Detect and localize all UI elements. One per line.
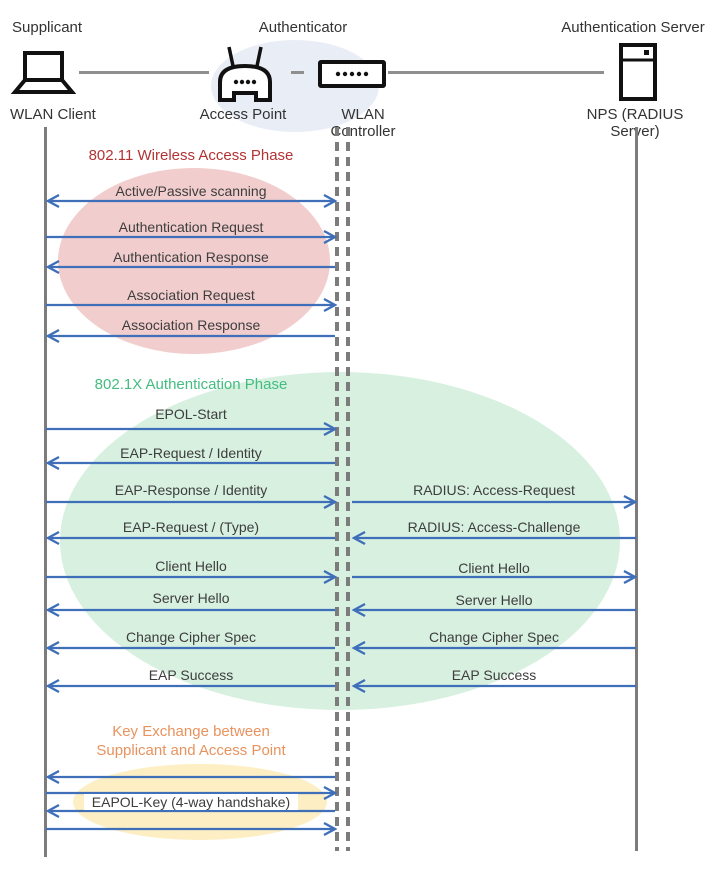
phase2-title: 802.1X Authentication Phase xyxy=(94,376,288,393)
arrow-right-auth-request xyxy=(46,229,338,245)
connector-dash xyxy=(291,71,304,74)
msg-eap-request-type: EAP-Request / (Type) xyxy=(122,519,260,535)
msg-change-cipher-spec-right: Change Cipher Spec xyxy=(429,629,559,645)
arrow-right-epol-start xyxy=(46,421,338,437)
arrow-left-server-hello xyxy=(45,602,335,618)
role-supplicant: Supplicant xyxy=(12,19,83,36)
label-access-point: Access Point xyxy=(199,106,287,123)
lifeline-wlan-client xyxy=(44,127,47,857)
msg-eap-success-left: EAP Success xyxy=(148,667,234,683)
msg-eapol-key-text: EAPOL-Key (4-way handshake) xyxy=(83,794,299,810)
arrow-right-radius-access-request xyxy=(352,494,638,510)
lifeline-nps xyxy=(635,127,638,851)
arrow-right-client-hello-2 xyxy=(352,569,638,585)
msg-eap-success-right: EAP Success xyxy=(451,667,537,683)
label-wlan-controller: WLAN Controller xyxy=(330,106,396,140)
server-icon xyxy=(619,43,657,101)
msg-eapol-key: EAPOL-Key (4-way handshake) xyxy=(45,794,337,810)
lifeline-controller-dash-1 xyxy=(335,127,339,851)
msg-association-response: Association Response xyxy=(121,317,261,333)
msg-eap-response-identity: EAP-Response / Identity xyxy=(114,482,268,498)
phase3-title-line2: Supplicant and Access Point xyxy=(96,742,286,759)
msg-radius-access-request: RADIUS: Access-Request xyxy=(413,482,575,498)
arrow-left-key1 xyxy=(45,769,335,785)
connector-line xyxy=(79,71,209,74)
phase1-title: 802.11 Wireless Access Phase xyxy=(88,147,294,164)
arrow-left-auth-response xyxy=(45,259,335,275)
arrow-left-eap-request-type xyxy=(45,530,335,546)
msg-eap-request-identity: EAP-Request / Identity xyxy=(120,445,262,461)
arrow-left-radius-access-challenge xyxy=(351,530,636,546)
arrow-left-change-cipher xyxy=(45,640,335,656)
msg-server-hello-right: Server Hello xyxy=(455,592,533,608)
phase3-title-line1: Key Exchange between xyxy=(112,723,270,740)
laptop-icon xyxy=(10,51,76,94)
arrow-right-key4 xyxy=(46,821,338,837)
arrow-right-key2 xyxy=(46,785,338,801)
msg-association-request: Association Request xyxy=(127,287,255,303)
arrow-left-server-hello-2 xyxy=(351,602,636,618)
msg-change-cipher-spec-left: Change Cipher Spec xyxy=(126,629,256,645)
msg-epol-start: EPOL-Start xyxy=(155,406,227,422)
arrow-both-scanning xyxy=(45,193,338,209)
arrow-left-eap-success-2 xyxy=(351,678,636,694)
arrow-right-eap-response-identity xyxy=(46,494,338,510)
role-authentication-server: Authentication Server xyxy=(561,19,705,36)
arrow-right-assoc-request xyxy=(46,297,338,313)
msg-client-hello-right: Client Hello xyxy=(458,560,530,576)
role-authenticator: Authenticator xyxy=(258,19,348,36)
label-wlan-client: WLAN Client xyxy=(10,106,96,123)
arrow-left-eap-success xyxy=(45,678,335,694)
connector-line xyxy=(388,71,604,74)
wlan-controller-icon xyxy=(318,60,386,88)
access-point-icon xyxy=(218,46,272,102)
msg-radius-access-challenge: RADIUS: Access-Challenge xyxy=(407,519,581,535)
arrow-left-eap-request-identity xyxy=(45,455,335,471)
arrow-left-key3 xyxy=(45,803,335,819)
msg-client-hello-left: Client Hello xyxy=(155,558,227,574)
lifeline-controller-dash-2 xyxy=(346,127,350,851)
msg-authentication-response: Authentication Response xyxy=(113,249,269,265)
msg-authentication-request: Authentication Request xyxy=(118,219,264,235)
phase1-ellipse xyxy=(58,168,330,354)
arrow-left-change-cipher-2 xyxy=(351,640,636,656)
phase3-title: Key Exchange between Supplicant and Acce… xyxy=(45,722,337,760)
arrow-left-assoc-response xyxy=(45,328,335,344)
msg-server-hello-left: Server Hello xyxy=(152,590,230,606)
arrow-right-client-hello xyxy=(46,569,338,585)
msg-active-passive-scanning: Active/Passive scanning xyxy=(115,183,267,199)
